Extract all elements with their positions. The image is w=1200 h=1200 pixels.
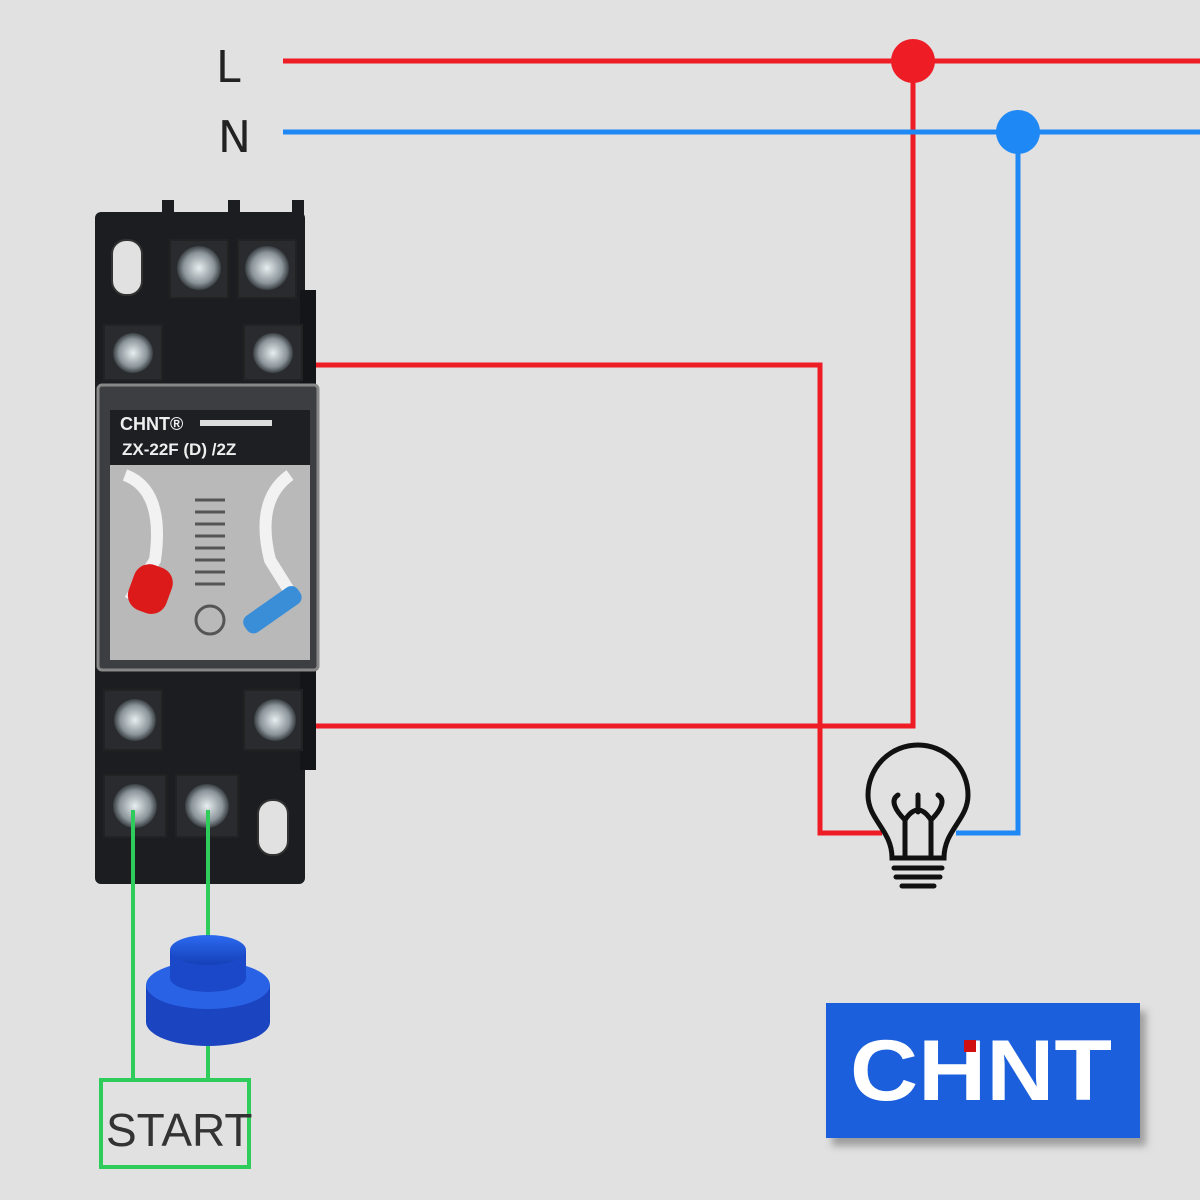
push-button-icon [146,935,270,1046]
logo-text: CHNT [850,1023,1112,1119]
start-switch-box [99,1078,251,1169]
neutral-wires [283,129,1200,836]
live-label: L [216,42,241,93]
live-junction-dot [891,39,935,83]
chnt-logo [826,1003,1140,1138]
live-to-relay-common-wire [285,61,916,729]
control-wires [131,810,210,1080]
logo-red-dot [964,1040,976,1052]
neutral-label: N [218,112,251,163]
relay-brand: CHNT® [120,414,183,434]
start-label: START [106,1104,253,1156]
light-bulb-icon [865,742,971,889]
neutral-to-bulb-wire [956,132,1021,836]
relay-icon: CHNT® ZX-22F (D) /2Z [95,200,320,884]
live-wires [283,58,1200,836]
relay-contact-to-bulb-wire [285,362,882,836]
relay-model: ZX-22F (D) /2Z [122,440,236,459]
neutral-junction-dot [996,110,1040,154]
